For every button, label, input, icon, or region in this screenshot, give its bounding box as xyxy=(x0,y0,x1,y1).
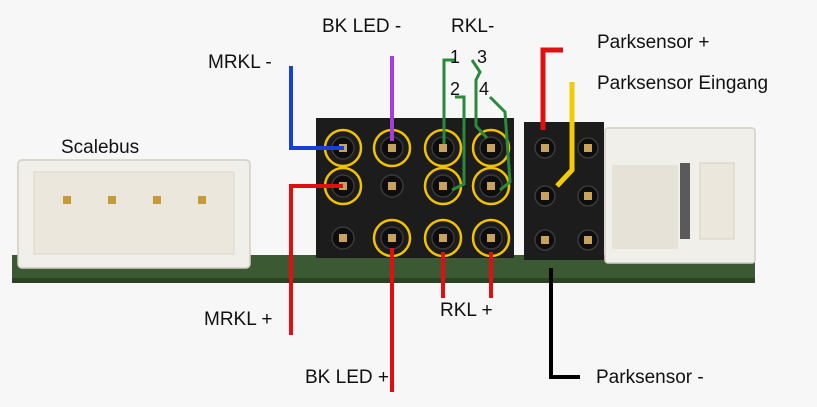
parksensor-pin xyxy=(577,137,599,159)
label-pin-1: 1 xyxy=(450,47,461,67)
label-pin-3: 3 xyxy=(477,47,488,67)
label-mrkl-plus: MRKL + xyxy=(204,309,273,330)
label-parksensor-minus: Parksensor - xyxy=(596,367,704,388)
header-pin xyxy=(331,226,355,250)
label-pin-4: 4 xyxy=(479,79,490,99)
label-rkl-plus: RKL + xyxy=(440,300,493,321)
parksensor-pin xyxy=(534,137,556,159)
header-pin xyxy=(471,128,511,168)
label-mrkl-minus: MRKL - xyxy=(208,52,272,73)
parksensor-plus-wire xyxy=(540,47,563,130)
label-bk-led-plus: BK LED + xyxy=(305,367,389,388)
label-parksensor-eingang: Parksensor Eingang xyxy=(597,73,769,94)
parksensor-pin xyxy=(577,229,599,251)
rkl-minus-wire-2 xyxy=(451,95,466,192)
right-connector xyxy=(604,127,756,264)
label-scalebus: Scalebus xyxy=(61,137,140,158)
parksensor-pin xyxy=(534,229,556,251)
parksensor-pin xyxy=(534,185,556,207)
rkl-minus-wire-3 xyxy=(470,59,489,140)
label-parksensor-plus: Parksensor + xyxy=(597,32,710,53)
parksensor-pins xyxy=(534,137,599,251)
rkl-minus-wire-1 xyxy=(442,58,455,144)
header-pin xyxy=(471,166,511,206)
parksensor-pin xyxy=(577,185,599,207)
label-bk-led-minus: BK LED - xyxy=(322,16,402,37)
pcb-board-edge xyxy=(12,278,755,283)
label-rkl-minus: RKL- xyxy=(451,16,495,37)
label-pin-2: 2 xyxy=(450,79,461,99)
scalebus-connector xyxy=(17,159,251,269)
main-header-pins xyxy=(323,128,511,258)
mrkl-minus-wire xyxy=(289,66,344,150)
mrkl-plus-wire xyxy=(289,184,343,335)
pin-highlight-ring xyxy=(471,166,511,206)
parksensor-eingang-wire xyxy=(555,82,575,188)
header-pin xyxy=(380,174,404,198)
header-pin xyxy=(372,128,412,168)
parksensor-minus-wire xyxy=(549,268,580,379)
rkl-minus-wire-4 xyxy=(488,95,512,192)
